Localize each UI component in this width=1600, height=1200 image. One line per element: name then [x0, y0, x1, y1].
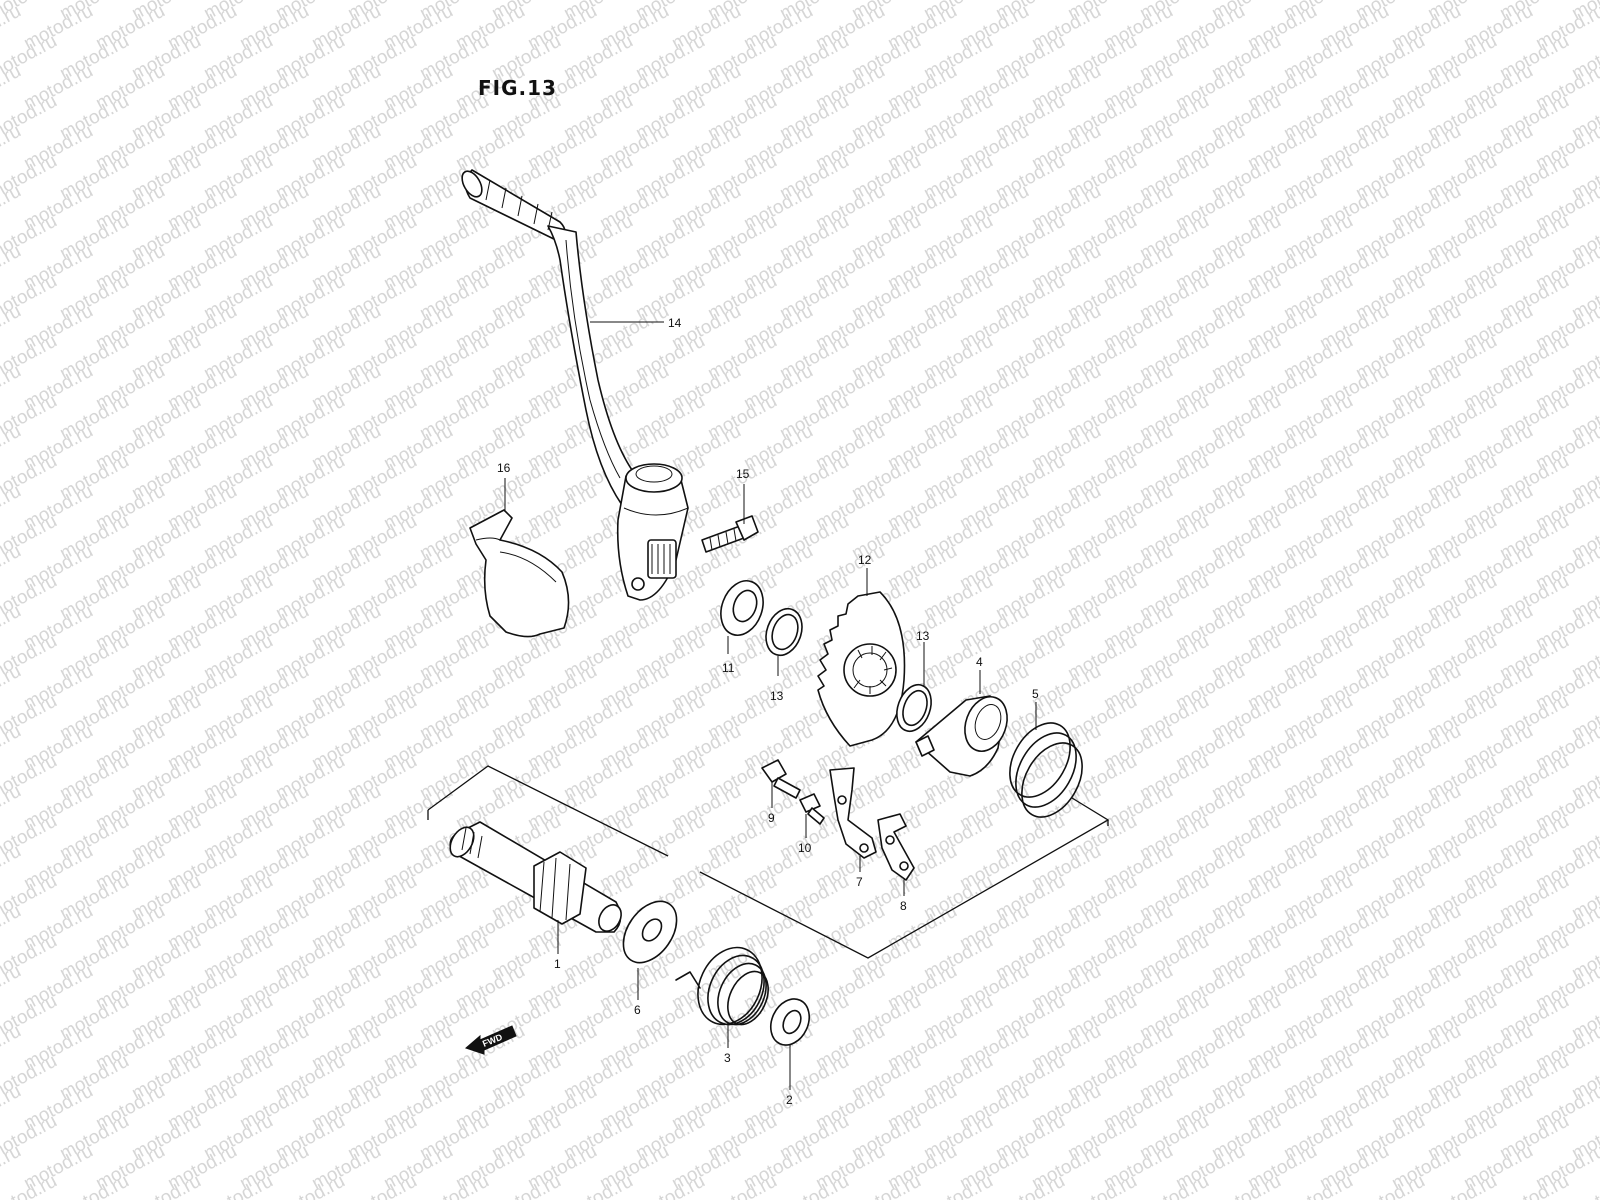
lever-boot: [469, 509, 570, 638]
figure-title: FIG.13: [478, 76, 557, 100]
bolt: [761, 759, 801, 799]
washer: [622, 900, 678, 964]
callout-14: 14: [668, 316, 682, 330]
lever-bolt: [701, 515, 759, 553]
return-spring: [675, 946, 769, 1026]
callout-15: 15: [736, 467, 750, 481]
callout-11: 11: [722, 661, 735, 675]
kick-starter-idle-gear: [817, 591, 906, 747]
forward-direction-arrow: FWD: [465, 1025, 517, 1055]
callout-10: 10: [798, 841, 812, 855]
callout-2: 2: [786, 1093, 793, 1107]
stopper-plate: [877, 813, 915, 881]
callout-13-right: 13: [916, 629, 930, 643]
washer-right: [896, 683, 932, 733]
screw: [799, 793, 825, 825]
guide-plate: [829, 767, 877, 859]
ratchet-gear: [915, 695, 1008, 777]
callout-labels: 14 16 15 12 11 13 13 4 5 9 10 7 8 1 6 3 …: [497, 316, 1039, 1107]
assembly-outline: [427, 765, 1110, 959]
spring-guide: [769, 998, 811, 1046]
callout-12: 12: [858, 553, 872, 567]
washer-left: [765, 607, 803, 657]
callout-16: 16: [497, 461, 511, 475]
callout-3: 3: [724, 1051, 731, 1065]
oil-seal: [720, 580, 764, 636]
callout-9: 9: [768, 811, 775, 825]
callout-8: 8: [900, 899, 907, 913]
callout-1: 1: [554, 957, 561, 971]
callout-13-left: 13: [770, 689, 784, 703]
callout-6: 6: [634, 1003, 641, 1017]
leader-lines: [504, 321, 1037, 1090]
kick-starter-shaft: [449, 821, 622, 933]
callout-5: 5: [1032, 687, 1039, 701]
callout-7: 7: [856, 875, 863, 889]
kick-starter-lever: [461, 169, 689, 601]
ratchet-spring: [1009, 722, 1083, 818]
callout-4: 4: [976, 655, 983, 669]
